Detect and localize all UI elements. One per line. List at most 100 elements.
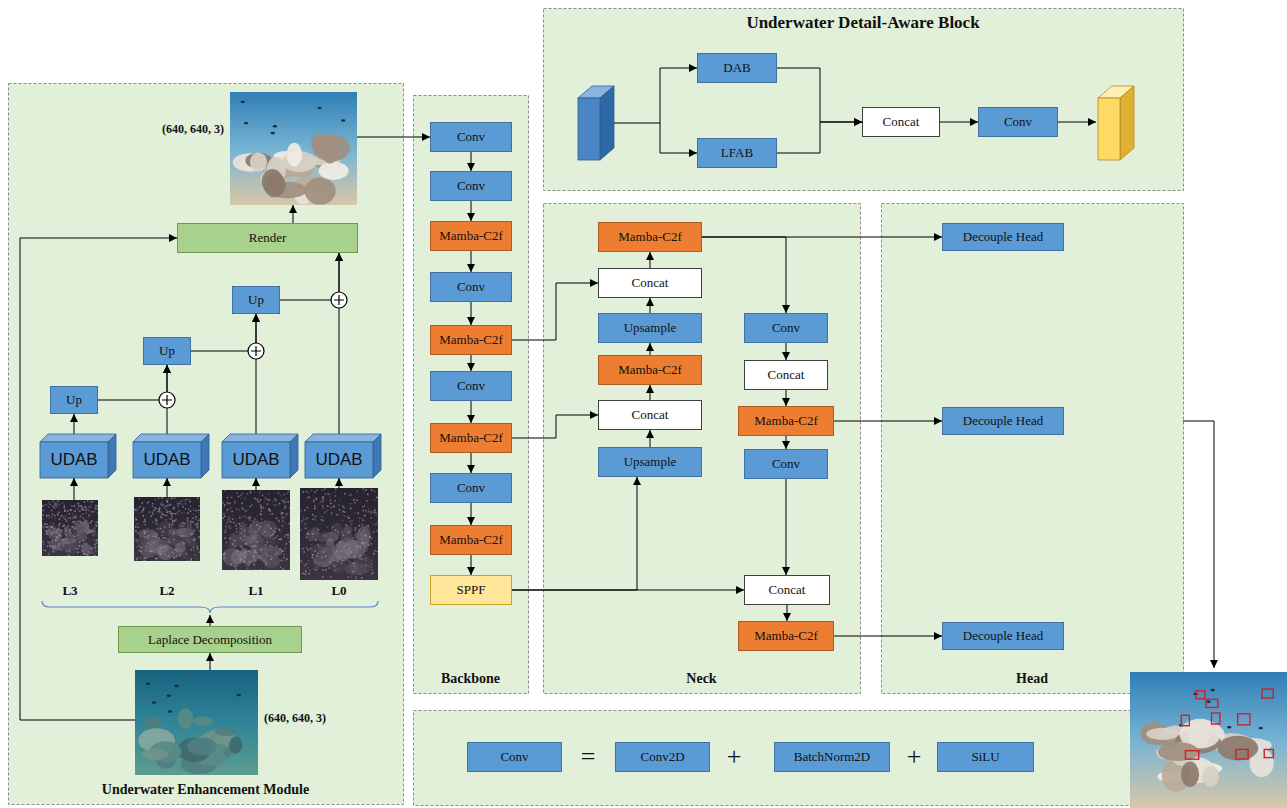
- drawing-part: [189, 541, 191, 543]
- drawing-part: [95, 505, 97, 507]
- drawing-part: [73, 523, 75, 525]
- drawing-part: [139, 546, 141, 548]
- drawing-part: [351, 576, 353, 578]
- drawing-part: [248, 565, 250, 567]
- drawing-part: [151, 515, 153, 517]
- drawing-part: [183, 543, 185, 545]
- drawing-part: [51, 527, 53, 529]
- drawing-part: [285, 498, 287, 500]
- drawing-part: [1158, 742, 1199, 761]
- drawing-part: [372, 572, 374, 574]
- drawing-part: [343, 558, 345, 560]
- drawing-part: [184, 523, 186, 525]
- drawing-part: [1262, 689, 1273, 698]
- drawing-part: [272, 534, 274, 536]
- drawing-part: [325, 493, 327, 495]
- drawing-part: [61, 530, 63, 532]
- drawing-part: [59, 523, 61, 525]
- drawing-part: [148, 556, 150, 558]
- layer-box: DAB: [697, 53, 777, 83]
- drawing-part: [232, 515, 234, 517]
- drawing-part: [304, 573, 306, 575]
- drawing-part: [335, 495, 337, 496]
- drawing-part: [67, 542, 69, 544]
- drawing-part: [141, 545, 143, 547]
- drawing-part: [80, 506, 82, 508]
- drawing-part: [289, 508, 290, 510]
- drawing-part: [234, 545, 236, 547]
- drawing-part: [250, 525, 252, 527]
- drawing-part: [147, 535, 149, 537]
- drawing-part: [175, 534, 177, 536]
- drawing-part: [1183, 421, 1214, 668]
- drawing-part: [224, 554, 226, 556]
- drawing-part: [89, 506, 91, 508]
- drawing-part: [255, 531, 257, 533]
- drawing-part: [241, 503, 243, 505]
- drawing-part: [190, 523, 192, 525]
- drawing-part: [48, 542, 50, 544]
- drawing-part: [88, 507, 90, 509]
- drawing-part: [365, 542, 367, 544]
- drawing-part: [142, 749, 168, 760]
- drawing-part: [44, 504, 46, 506]
- drawing-part: [53, 523, 55, 525]
- drawing-part: [342, 520, 344, 522]
- flow-arrow: [650, 343, 651, 355]
- drawing-part: [177, 512, 179, 514]
- drawing-part: [88, 526, 90, 528]
- drawing-part: [85, 509, 87, 511]
- drawing-part: [57, 531, 59, 533]
- flow-arrow: [512, 415, 598, 438]
- drawing-part: [342, 505, 344, 507]
- drawing-part: [56, 547, 58, 549]
- drawing-part: [245, 524, 247, 526]
- drawing-part: [167, 554, 169, 556]
- layer-box: Upsample: [598, 313, 702, 343]
- drawing-part: [64, 509, 66, 511]
- drawing-part: [181, 503, 183, 505]
- drawing-part: [184, 501, 186, 503]
- drawing-part: [287, 501, 289, 503]
- drawing-part: [54, 528, 56, 530]
- drawing-part: [1196, 691, 1205, 699]
- drawing-part: [268, 555, 270, 557]
- box-label: Concat: [769, 582, 806, 598]
- drawing-part: [305, 528, 307, 530]
- drawing-part: [356, 546, 358, 548]
- drawing-part: [307, 507, 309, 509]
- drawing-part: [144, 519, 146, 521]
- drawing-part: [223, 559, 225, 561]
- drawing-part: [275, 500, 277, 502]
- drawing-part: [331, 512, 333, 514]
- drawing-part: [156, 523, 158, 525]
- drawing-part: [354, 502, 356, 504]
- drawing-part: [190, 558, 192, 560]
- drawing-part: [150, 544, 152, 546]
- drawing-part: [339, 509, 341, 511]
- drawing-part: [198, 530, 200, 532]
- drawing-part: [158, 537, 160, 539]
- drawing-part: [1181, 715, 1189, 726]
- drawing-part: [193, 547, 195, 549]
- drawing-part: [248, 550, 250, 552]
- box-label: Conv: [457, 129, 485, 145]
- drawing-part: [334, 566, 336, 568]
- drawing-part: [79, 545, 81, 547]
- drawing-part: [182, 555, 184, 557]
- drawing-part: [321, 551, 323, 553]
- drawing-part: [365, 561, 367, 563]
- module-panel-ground: [9, 84, 404, 805]
- drawing-part: [277, 559, 279, 561]
- drawing-part: [232, 534, 245, 548]
- drawing-part: [43, 534, 45, 536]
- drawing-part: [314, 491, 316, 493]
- drawing-part: [287, 514, 289, 516]
- drawing-part: [256, 552, 258, 554]
- drawing-part: [351, 555, 353, 557]
- drawing-part: [187, 520, 189, 522]
- drawing-part: [49, 536, 51, 538]
- drawing-part: [87, 544, 89, 546]
- drawing-part: [282, 551, 284, 553]
- drawing-part: [64, 518, 66, 520]
